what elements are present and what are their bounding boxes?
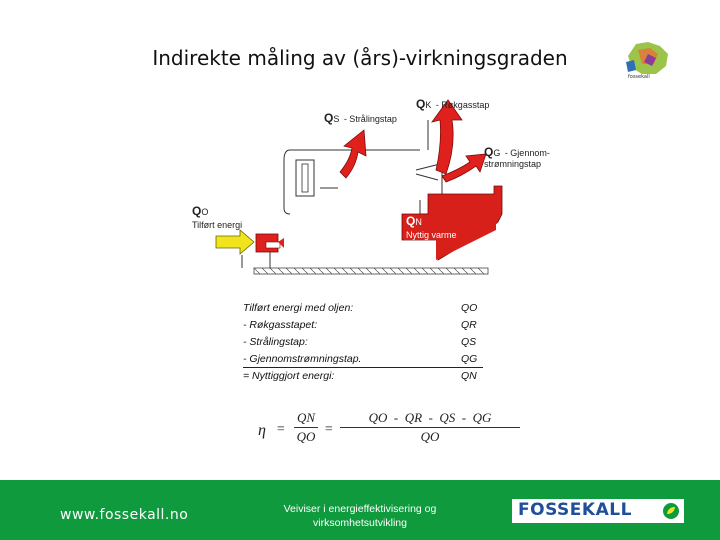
denominator: QO — [420, 429, 440, 444]
row-label: - Strålingstap: — [243, 336, 308, 348]
brand-leaf-icon — [663, 503, 679, 519]
svg-text:fossekall: fossekall — [628, 74, 650, 80]
website-link[interactable]: www.fossekall.no — [60, 507, 189, 523]
equals-sign: = — [276, 422, 286, 437]
table-row: - Strålingstap: QS — [243, 336, 483, 353]
brand-logo: FOSSEKALL — [512, 499, 684, 523]
denominator: QO — [296, 429, 316, 444]
table-row: - Røkgasstapet: QR — [243, 319, 483, 336]
fraction-useful-over-input: QN QO — [294, 410, 318, 445]
row-symbol: QS — [461, 336, 477, 348]
numerator: QN — [296, 410, 316, 425]
slide-title: Indirekte måling av (års)-virkningsgrade… — [152, 46, 568, 70]
eta-symbol: η — [258, 422, 266, 439]
energy-balance-table: Tilført energi med oljen: QO - Røkgassta… — [243, 302, 483, 387]
radiation-loss-arrow — [339, 129, 367, 179]
row-label: - Røkgasstapet: — [243, 319, 318, 331]
row-label: = Nyttiggjort energi: — [243, 370, 335, 382]
row-symbol: QN — [461, 370, 477, 382]
row-label: Tilført energi med oljen: — [243, 302, 354, 314]
input-energy-arrow — [215, 229, 255, 255]
footer-bar: www.fossekall.no Veiviser i energieffekt… — [0, 480, 720, 540]
equals-sign: = — [324, 422, 334, 437]
qn-label: QN Nyttig varme — [406, 214, 457, 240]
row-symbol: QR — [461, 319, 477, 331]
table-row: - Gjennomstrømningstap. QG — [243, 353, 483, 370]
row-label: - Gjennomstrømningstap. — [243, 353, 362, 365]
boiler-energy-diagram: QK - Røkgasstap QS - Strålingstap QG - G… — [180, 90, 560, 285]
brand-name: FOSSEKALL — [518, 500, 632, 520]
flue-gas-loss-arrow — [431, 99, 463, 175]
qg-label: QG - Gjennom- strømningstap — [484, 145, 550, 169]
footer-tagline: Veiviser i energieffektivisering og virk… — [283, 503, 437, 529]
row-symbol: QO — [461, 302, 478, 314]
numerator: QO - QR - QS - QG — [368, 410, 492, 425]
table-row: = Nyttiggjort energi: QN — [243, 370, 483, 387]
qs-label: QS - Strålingstap — [324, 111, 397, 125]
row-symbol: QG — [461, 353, 478, 365]
table-row: Tilført energi med oljen: QO — [243, 302, 483, 319]
fraction-losses: QO - QR - QS - QG QO — [340, 410, 520, 445]
boiler-illustration — [215, 99, 503, 275]
qo-label: QO Tilført energi — [192, 204, 243, 230]
throughflow-loss-arrow — [441, 153, 487, 183]
qk-label: QK - Røkgasstap — [416, 97, 490, 111]
map-logo-icon: fossekall — [626, 42, 668, 80]
